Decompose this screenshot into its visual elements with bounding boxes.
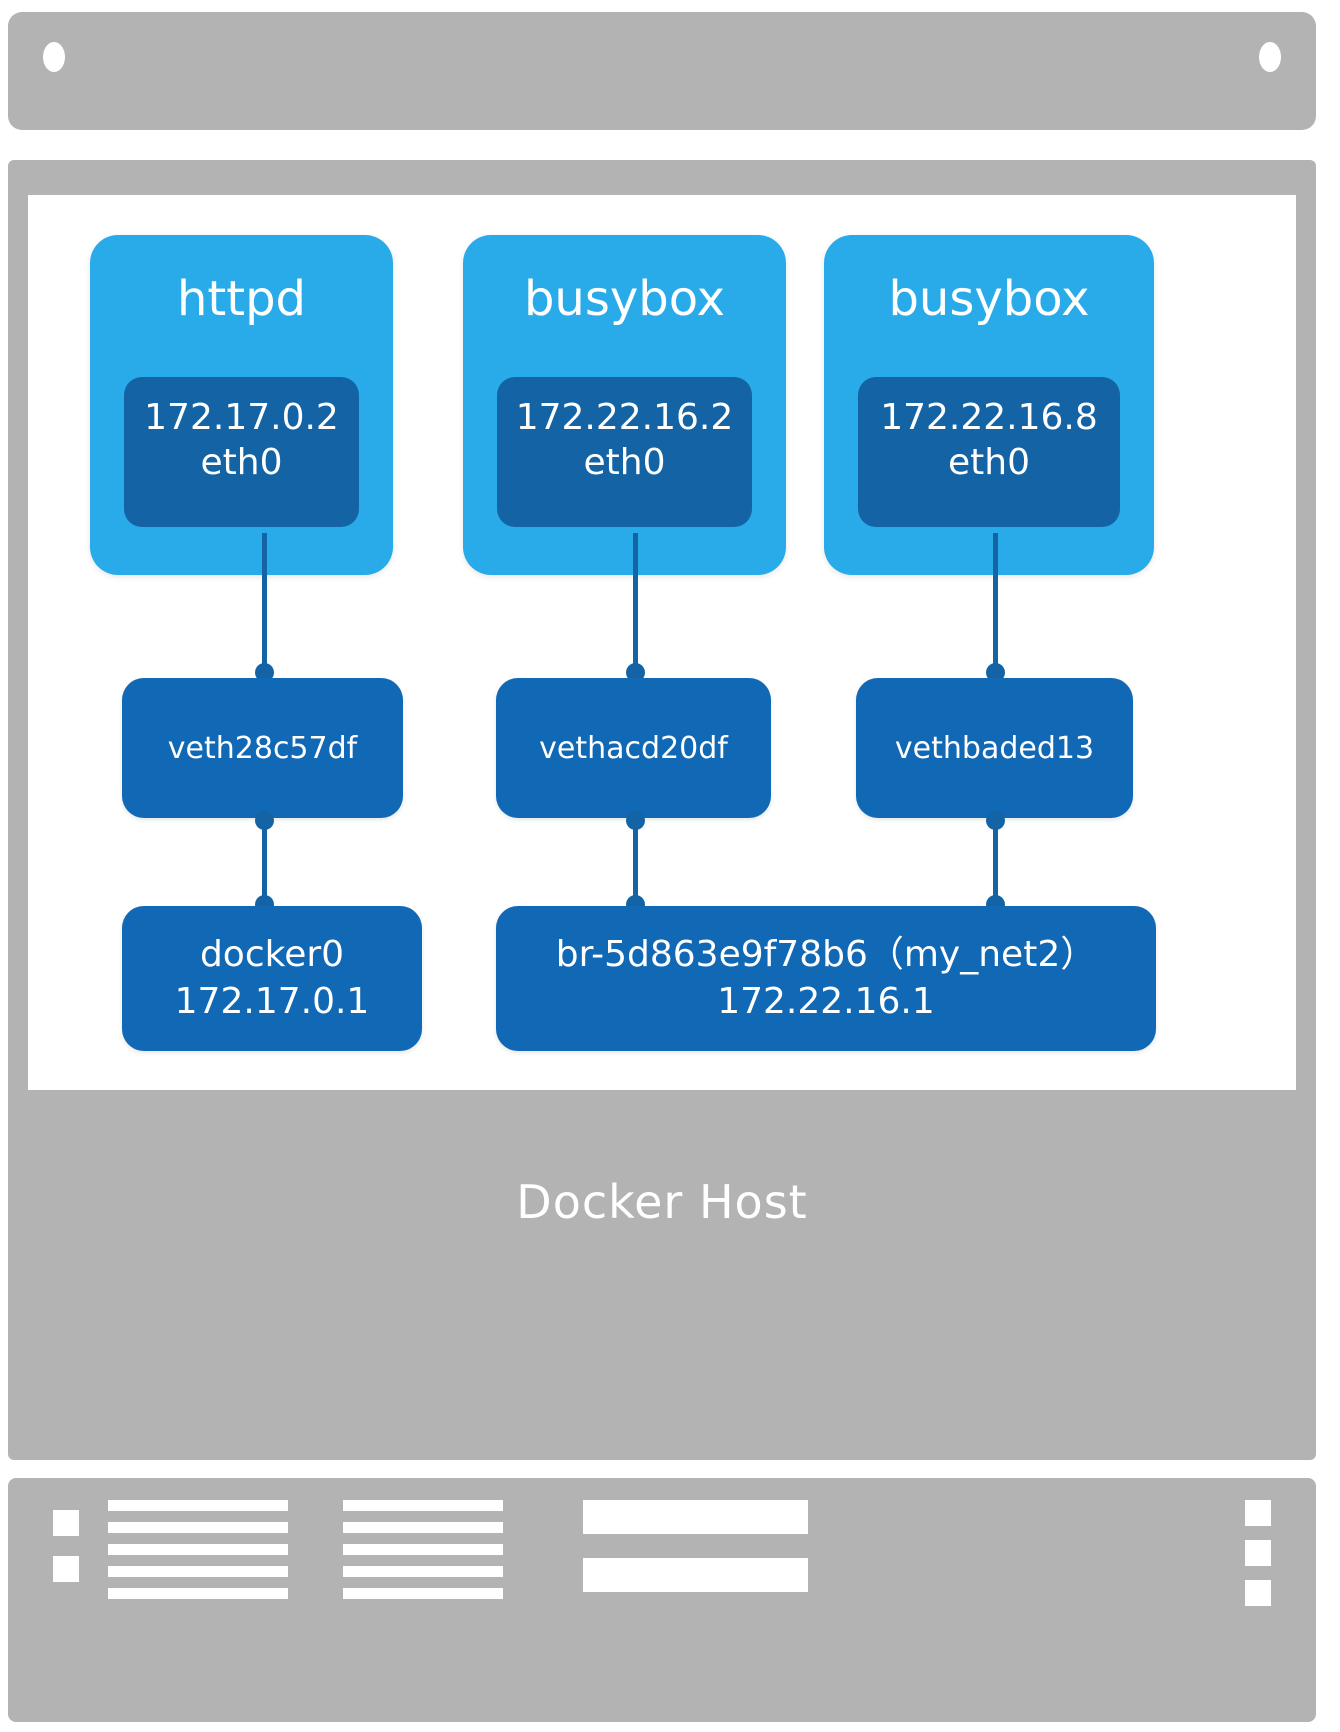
key-line	[108, 1500, 288, 1511]
container-ip: 172.17.0.2	[144, 397, 339, 438]
link-dot	[255, 663, 274, 682]
link-dot	[626, 663, 645, 682]
bridge-node-docker0[interactable]: docker0 172.17.0.1	[122, 906, 422, 1051]
container-iface-name: eth0	[948, 442, 1030, 483]
link-container-to-veth	[993, 533, 998, 678]
key-wide	[583, 1558, 808, 1592]
key-line	[108, 1544, 288, 1555]
container-node-busybox-1[interactable]: busybox 172.22.16.2 eth0	[463, 235, 786, 575]
veth-label: vethbaded13	[894, 730, 1095, 766]
screw-right-icon	[1259, 42, 1281, 72]
container-ip: 172.22.16.2	[515, 397, 734, 438]
docker-host-label: Docker Host	[516, 1175, 808, 1229]
key-line	[343, 1566, 503, 1577]
container-iface-name: eth0	[583, 442, 666, 483]
container-interface: 172.22.16.8 eth0	[858, 377, 1120, 527]
veth-node-0[interactable]: veth28c57df	[122, 678, 403, 818]
veth-label: vethacd20df	[539, 730, 728, 766]
key-wide	[583, 1500, 808, 1534]
link-veth-to-bridge	[993, 818, 998, 908]
link-veth-to-bridge	[633, 818, 638, 908]
key-square-icon	[1245, 1580, 1271, 1606]
container-ip: 172.22.16.8	[880, 397, 1098, 438]
veth-node-1[interactable]: vethacd20df	[496, 678, 771, 818]
container-node-httpd[interactable]: httpd 172.17.0.2 eth0	[90, 235, 393, 575]
veth-label: veth28c57df	[167, 730, 358, 766]
key-line	[343, 1522, 503, 1533]
container-title: busybox	[523, 271, 726, 327]
key-line	[108, 1566, 288, 1577]
diagram-canvas: httpd 172.17.0.2 eth0 busybox 172.22.16.…	[28, 195, 1296, 1090]
key-line	[343, 1500, 503, 1511]
link-veth-to-bridge	[262, 818, 267, 908]
bridge-node-my-net2[interactable]: br-5d863e9f78b6（my_net2） 172.22.16.1	[496, 906, 1156, 1051]
bridge-name: docker0	[199, 933, 345, 975]
key-line	[343, 1544, 503, 1555]
key-square-icon	[1245, 1500, 1271, 1526]
link-container-to-veth	[262, 533, 267, 678]
key-square-icon	[1245, 1540, 1271, 1566]
key-line	[108, 1522, 288, 1533]
device-top-bezel	[8, 12, 1316, 130]
link-container-to-veth	[633, 533, 638, 678]
link-dot	[986, 663, 1005, 682]
container-iface-name: eth0	[200, 442, 283, 483]
container-title: busybox	[888, 271, 1090, 327]
key-line	[108, 1588, 288, 1599]
bridge-name: br-5d863e9f78b6（my_net2）	[555, 933, 1097, 975]
veth-node-2[interactable]: vethbaded13	[856, 678, 1133, 818]
container-node-busybox-2[interactable]: busybox 172.22.16.8 eth0	[824, 235, 1154, 575]
bridge-ip: 172.17.0.1	[174, 980, 370, 1022]
container-interface: 172.22.16.2 eth0	[497, 377, 752, 527]
device-bottom-tray	[8, 1478, 1316, 1722]
screw-left-icon	[43, 42, 65, 72]
key-square-icon	[53, 1556, 79, 1582]
key-square-icon	[53, 1510, 79, 1536]
container-interface: 172.17.0.2 eth0	[124, 377, 359, 527]
key-line	[343, 1588, 503, 1599]
container-title: httpd	[177, 271, 306, 327]
bridge-ip: 172.22.16.1	[717, 980, 935, 1022]
